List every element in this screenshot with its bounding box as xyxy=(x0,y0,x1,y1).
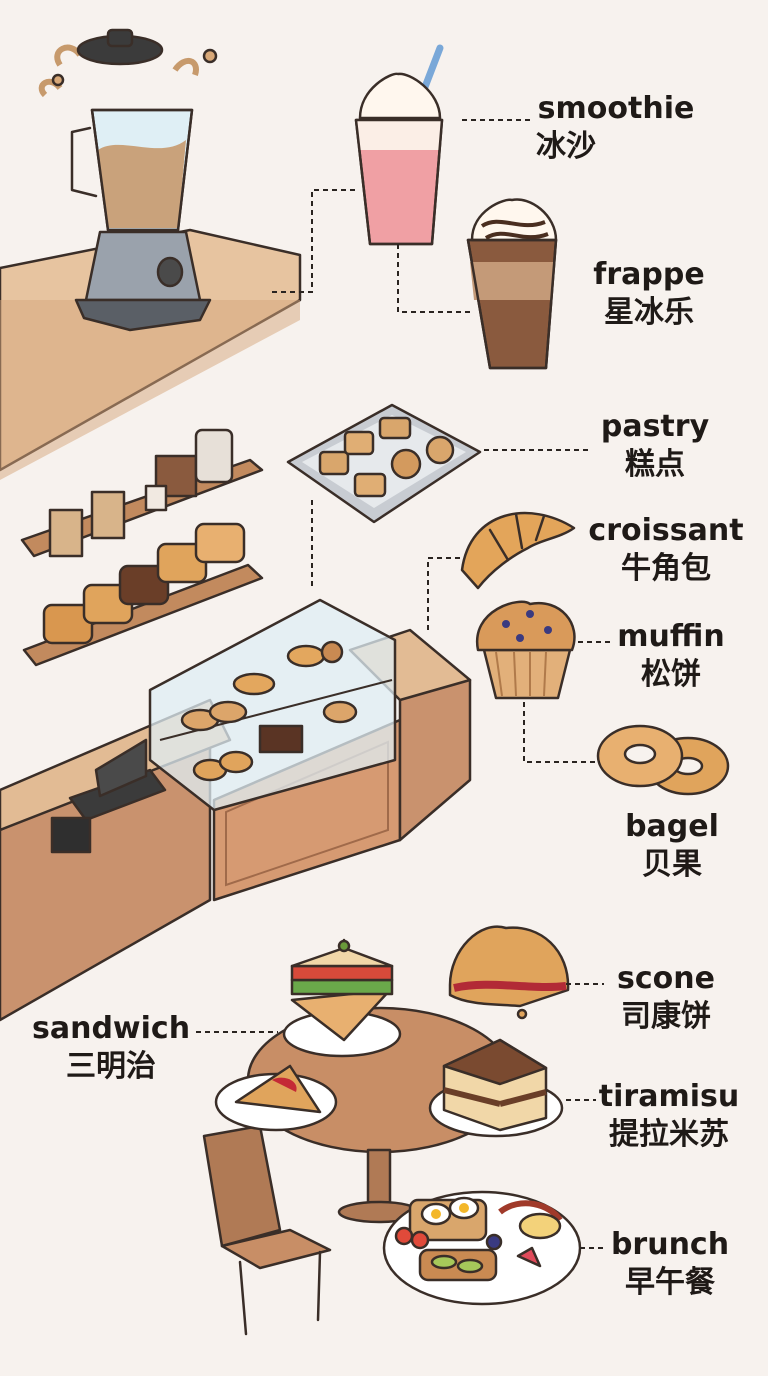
scone-icon xyxy=(448,925,570,1020)
label-muffin: muffin 松饼 xyxy=(610,620,732,691)
bagel-icon xyxy=(596,724,730,796)
label-muffin-zh: 松饼 xyxy=(641,656,701,692)
label-tiramisu-zh: 提拉米苏 xyxy=(609,1116,729,1152)
label-muffin-en: muffin xyxy=(617,619,725,654)
pizza-slice-icon xyxy=(214,1064,338,1132)
pastry-tray-icon xyxy=(286,403,482,524)
tiramisu-icon xyxy=(428,1038,564,1138)
label-tiramisu: tiramisu 提拉米苏 xyxy=(598,1080,740,1151)
smoothie-icon xyxy=(354,44,444,246)
chair xyxy=(202,1124,332,1336)
label-scone: scone 司康饼 xyxy=(606,962,726,1033)
leader-lines xyxy=(196,119,610,1249)
label-frappe: frappe 星冰乐 xyxy=(584,258,714,329)
label-croissant-en: croissant xyxy=(588,513,744,548)
bread-shelves xyxy=(20,428,264,667)
label-smoothie-en: smoothie xyxy=(537,91,695,126)
label-scone-zh: 司康饼 xyxy=(621,998,711,1034)
croissant-icon xyxy=(460,511,576,590)
label-scone-en: scone xyxy=(617,961,715,996)
bakery-counter xyxy=(0,598,472,1022)
label-smoothie: smoothie 冰沙 xyxy=(536,92,696,163)
label-frappe-zh: 星冰乐 xyxy=(604,294,694,330)
label-smoothie-zh: 冰沙 xyxy=(536,128,596,164)
label-croissant: croissant 牛角包 xyxy=(588,514,744,585)
label-sandwich-zh: 三明治 xyxy=(66,1048,156,1084)
label-bagel: bagel 贝果 xyxy=(612,810,732,881)
brunch-plate-icon xyxy=(382,1190,582,1306)
label-brunch-zh: 早午餐 xyxy=(625,1264,715,1300)
label-frappe-en: frappe xyxy=(593,257,705,292)
label-croissant-zh: 牛角包 xyxy=(621,550,711,586)
blender-icon xyxy=(38,28,218,332)
label-brunch: brunch 早午餐 xyxy=(606,1228,734,1299)
label-pastry-en: pastry xyxy=(600,409,710,444)
sandwich-icon xyxy=(282,938,402,1058)
label-pastry: pastry 糕点 xyxy=(590,410,720,481)
label-tiramisu-en: tiramisu xyxy=(598,1079,740,1114)
label-bagel-zh: 贝果 xyxy=(642,846,702,882)
top-counter xyxy=(0,228,302,480)
label-sandwich-en: sandwich xyxy=(32,1011,191,1046)
label-bagel-en: bagel xyxy=(625,809,719,844)
label-brunch-en: brunch xyxy=(610,1227,730,1262)
label-sandwich: sandwich 三明治 xyxy=(32,1012,198,1083)
cash-register-icon xyxy=(50,738,167,854)
muffin-icon xyxy=(475,600,576,700)
frappe-icon xyxy=(466,198,558,370)
label-pastry-zh: 糕点 xyxy=(625,446,685,482)
